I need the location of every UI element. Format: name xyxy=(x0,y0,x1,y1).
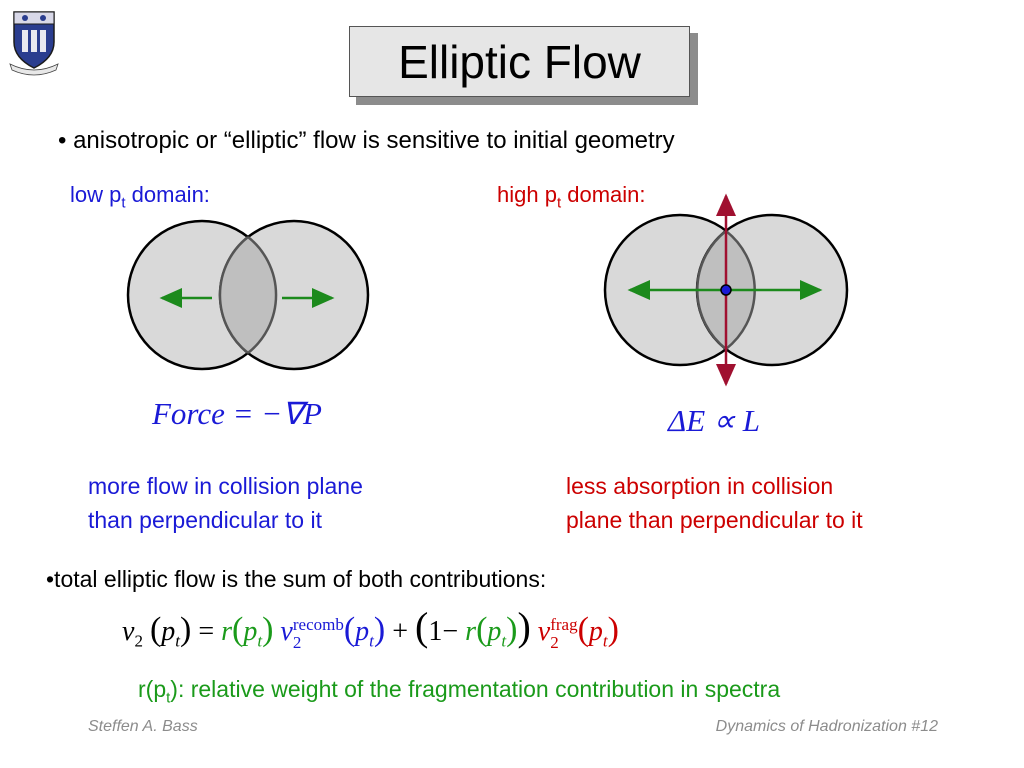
formula-r: r xyxy=(221,616,233,647)
formula-r-p: p xyxy=(243,616,258,647)
footer-talk-title: Dynamics of Hadronization #12 xyxy=(715,718,938,735)
high-pt-overlap-diagram xyxy=(603,193,849,387)
formula-recomb-p-sub: t xyxy=(369,631,374,651)
formula-v: v xyxy=(122,616,135,647)
formula-r2: r xyxy=(465,616,477,647)
low-pt-note: more flow in collision plane than perpen… xyxy=(88,469,363,537)
fragmentation-weight-note: r(pt): relative weight of the fragmentat… xyxy=(138,676,780,707)
formula-r2-p-sub: t xyxy=(501,631,507,651)
high-pt-note: less absorption in collision plane than … xyxy=(566,469,863,537)
rnote-post: ): relative weight of the fragmentation … xyxy=(170,676,781,702)
low-pt-label-post: domain: xyxy=(125,182,210,207)
formula-p-sub: t xyxy=(175,631,180,651)
formula-recomb-p: p xyxy=(355,616,370,647)
high-pt-equation: ΔE ∝ L xyxy=(668,403,761,438)
high-pt-label: high pt domain: xyxy=(497,182,646,211)
low-pt-label: low pt domain: xyxy=(70,182,210,211)
formula-recomb-sub: 2 xyxy=(292,632,302,652)
overlap-right-arc xyxy=(247,236,278,354)
high-pt-label-post: domain: xyxy=(561,182,646,207)
jet-source-dot xyxy=(720,284,732,296)
duke-crest-logo-icon xyxy=(9,11,59,76)
high-pt-label-sub: t xyxy=(556,194,562,212)
low-pt-label-sub: t xyxy=(121,194,126,212)
formula-plus: + xyxy=(392,616,409,647)
formula-v-frag: v xyxy=(537,616,551,647)
overlap-left-arc xyxy=(218,236,249,354)
low-pt-note-line2: than perpendicular to it xyxy=(88,507,322,533)
formula-frag-sub: 2 xyxy=(550,632,559,652)
bullet-anisotropic-flow: • anisotropic or “elliptic” flow is sens… xyxy=(58,127,675,154)
rnote-pre: r(p xyxy=(138,676,167,702)
footer-author: Steffen A. Bass xyxy=(88,718,198,735)
formula-v-sub: 2 xyxy=(134,631,143,651)
overlap-region xyxy=(697,215,755,365)
formula-r2-p: p xyxy=(487,616,502,647)
formula-v-recomb: v xyxy=(280,616,293,647)
bullet-total-elliptic-flow: •total elliptic flow is the sum of both … xyxy=(46,566,547,592)
low-pt-equation: Force = −∇P xyxy=(152,396,322,431)
high-pt-note-line2: plane than perpendicular to it xyxy=(566,507,863,533)
low-pt-overlap-diagram xyxy=(126,219,370,371)
formula-p: p xyxy=(161,616,176,647)
high-pt-note-line1: less absorption in collision xyxy=(566,473,834,499)
formula-one-minus: 1− xyxy=(428,616,459,647)
rnote-sub: t xyxy=(166,689,171,707)
high-pt-label-pre: high p xyxy=(497,182,557,207)
slide-title: Elliptic Flow xyxy=(349,26,690,97)
formula-recomb-sup: recomb xyxy=(292,614,344,634)
overlap-region xyxy=(220,221,276,369)
formula-frag-p-sub: t xyxy=(602,631,608,651)
low-pt-label-pre: low p xyxy=(70,182,122,207)
formula-r-p-sub: t xyxy=(257,631,263,651)
low-pt-note-line1: more flow in collision plane xyxy=(88,473,363,499)
formula-equals: = xyxy=(198,616,215,647)
formula-frag-sup: frag xyxy=(550,614,578,634)
formula-frag-p: p xyxy=(588,616,603,647)
slide-title-text: Elliptic Flow xyxy=(398,35,641,88)
